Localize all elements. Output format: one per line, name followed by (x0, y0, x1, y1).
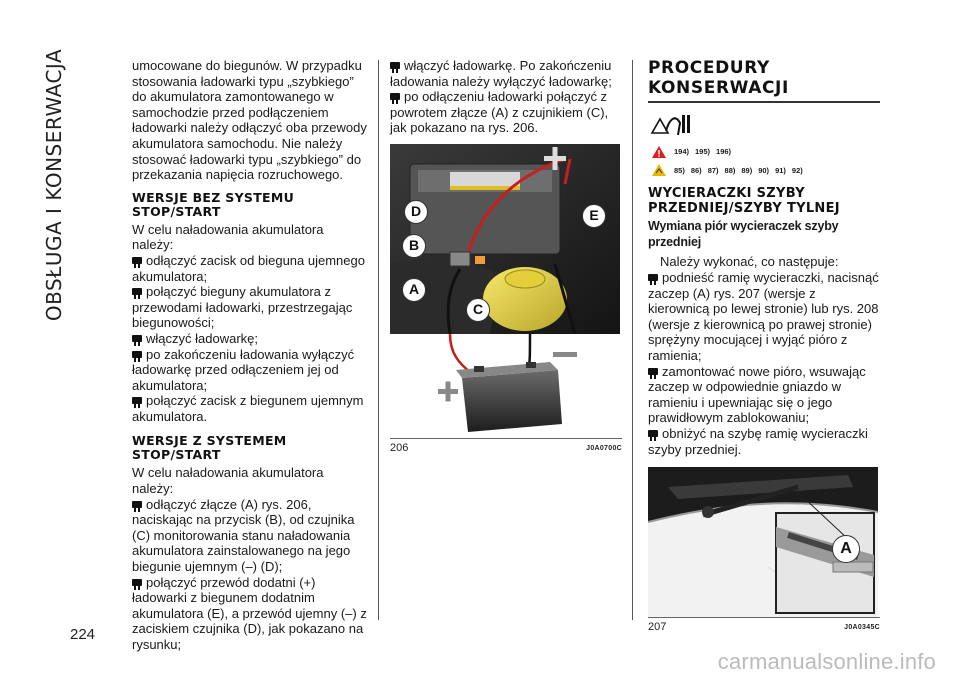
figure-code: J0A0700C (586, 444, 622, 452)
wipers-section-title: WYCIERACZKI SZYBY PRZEDNIEJ/SZYBY TYLNEJ (648, 186, 840, 217)
watermark: carmanualsonline.info (717, 649, 936, 674)
figure-code: J0A0345C (844, 624, 880, 632)
list-item: odłączyć zacisk od bieguna ujemnego akum… (132, 252, 365, 284)
column-middle: włączyć ładowarkę. Po zakończeniu ładowa… (390, 58, 622, 457)
bullet-icon (390, 62, 400, 73)
bullet-icon (390, 93, 400, 105)
list-item: obniżyć na szybę ramię wycieraczki szyby… (648, 425, 868, 457)
bullet-icon (132, 256, 142, 268)
bullet-icon (132, 350, 142, 362)
page-number: 224 (70, 626, 96, 643)
figure-rule (648, 617, 880, 619)
section1-intro: W celu naładowania akumulatora należy: (132, 221, 324, 253)
column-divider (378, 60, 379, 620)
bullet-icon (132, 334, 142, 346)
callout-a: A (832, 535, 860, 564)
warning-refs-red: 194) 195) 196) (652, 144, 880, 160)
figure-rule (390, 437, 622, 439)
bullet-icon (132, 397, 142, 409)
figure-number: 206 (390, 441, 409, 454)
list-item: połączyć zacisk z biegunem ujemnym akumu… (132, 393, 364, 424)
column-left: umocowane do biegunów. W przypadku stoso… (132, 58, 368, 653)
figure-207: A (648, 467, 878, 618)
column-divider (632, 60, 633, 620)
service-icon (650, 111, 880, 141)
warning-refs-yellow: 85) 86) 87) 88) 89) 90) 91) 92) (652, 163, 880, 179)
bullet-icon (132, 500, 142, 512)
bullet-icon (648, 273, 658, 285)
wiper-arm-illustration (648, 467, 878, 618)
list-item: połączyć bieguny akumulatora z przewodam… (132, 284, 353, 331)
callout-c: C (466, 297, 490, 322)
list-item: włączyć ładowarkę; (132, 331, 368, 347)
callout-b: B (402, 233, 426, 258)
side-section-title: OBSŁUGA I KONSERWACJA (42, 48, 67, 322)
list-item: włączyć ładowarkę. Po zakończeniu ładowa… (390, 58, 612, 89)
section-title-stop-start: WERSJE Z SYSTEMEM STOP/START (132, 433, 287, 463)
list-item: odłączyć złącze (A) rys. 206, naciskając… (132, 496, 355, 575)
list-item: podnieść ramię wycieraczki, nacisnąć zac… (648, 269, 879, 363)
callout-a: A (402, 277, 426, 302)
wipers-intro: Należy wykonać, co następuje: (660, 254, 839, 270)
intro-paragraph: umocowane do biegunów. W przypadku stoso… (132, 58, 367, 183)
figure-number: 207 (648, 621, 667, 634)
warning-triangle-red-icon (652, 145, 666, 158)
list-item: po odłączeniu ładowarki połączyć z powro… (390, 89, 609, 136)
section2-intro: W celu naładowania akumulatora należy: (132, 465, 324, 497)
caution-triangle-yellow-icon (652, 164, 666, 177)
list-item: po zakończeniu ładowania wyłączyć ładowa… (132, 346, 355, 393)
bullet-icon (648, 429, 658, 441)
figure-caption: 207 J0A0345C (648, 620, 880, 636)
title-rule (648, 101, 880, 103)
figure-206: D E B A C (390, 143, 620, 438)
list-item: zamontować nowe pióro, wsuwając zaczep w… (648, 363, 866, 426)
figure-caption: 206 J0A0700C (390, 441, 622, 457)
column-right: PROCEDURY KONSERWACJI 194) 195) 196) 85)… (648, 58, 880, 636)
callout-d: D (404, 199, 428, 224)
bullet-icon (132, 578, 142, 590)
procedures-title: PROCEDURY KONSERWACJI (648, 58, 789, 98)
bullet-icon (132, 288, 142, 300)
section-title-no-stop-start: WERSJE BEZ SYSTEMU STOP/START (132, 189, 295, 219)
list-item: połączyć przewód dodatni (+) ładowarki z… (132, 574, 367, 652)
callout-e: E (582, 203, 606, 228)
bullet-icon (648, 367, 658, 379)
wipers-subtitle: Wymiana piór wycieraczek szyby przedniej (648, 219, 839, 249)
